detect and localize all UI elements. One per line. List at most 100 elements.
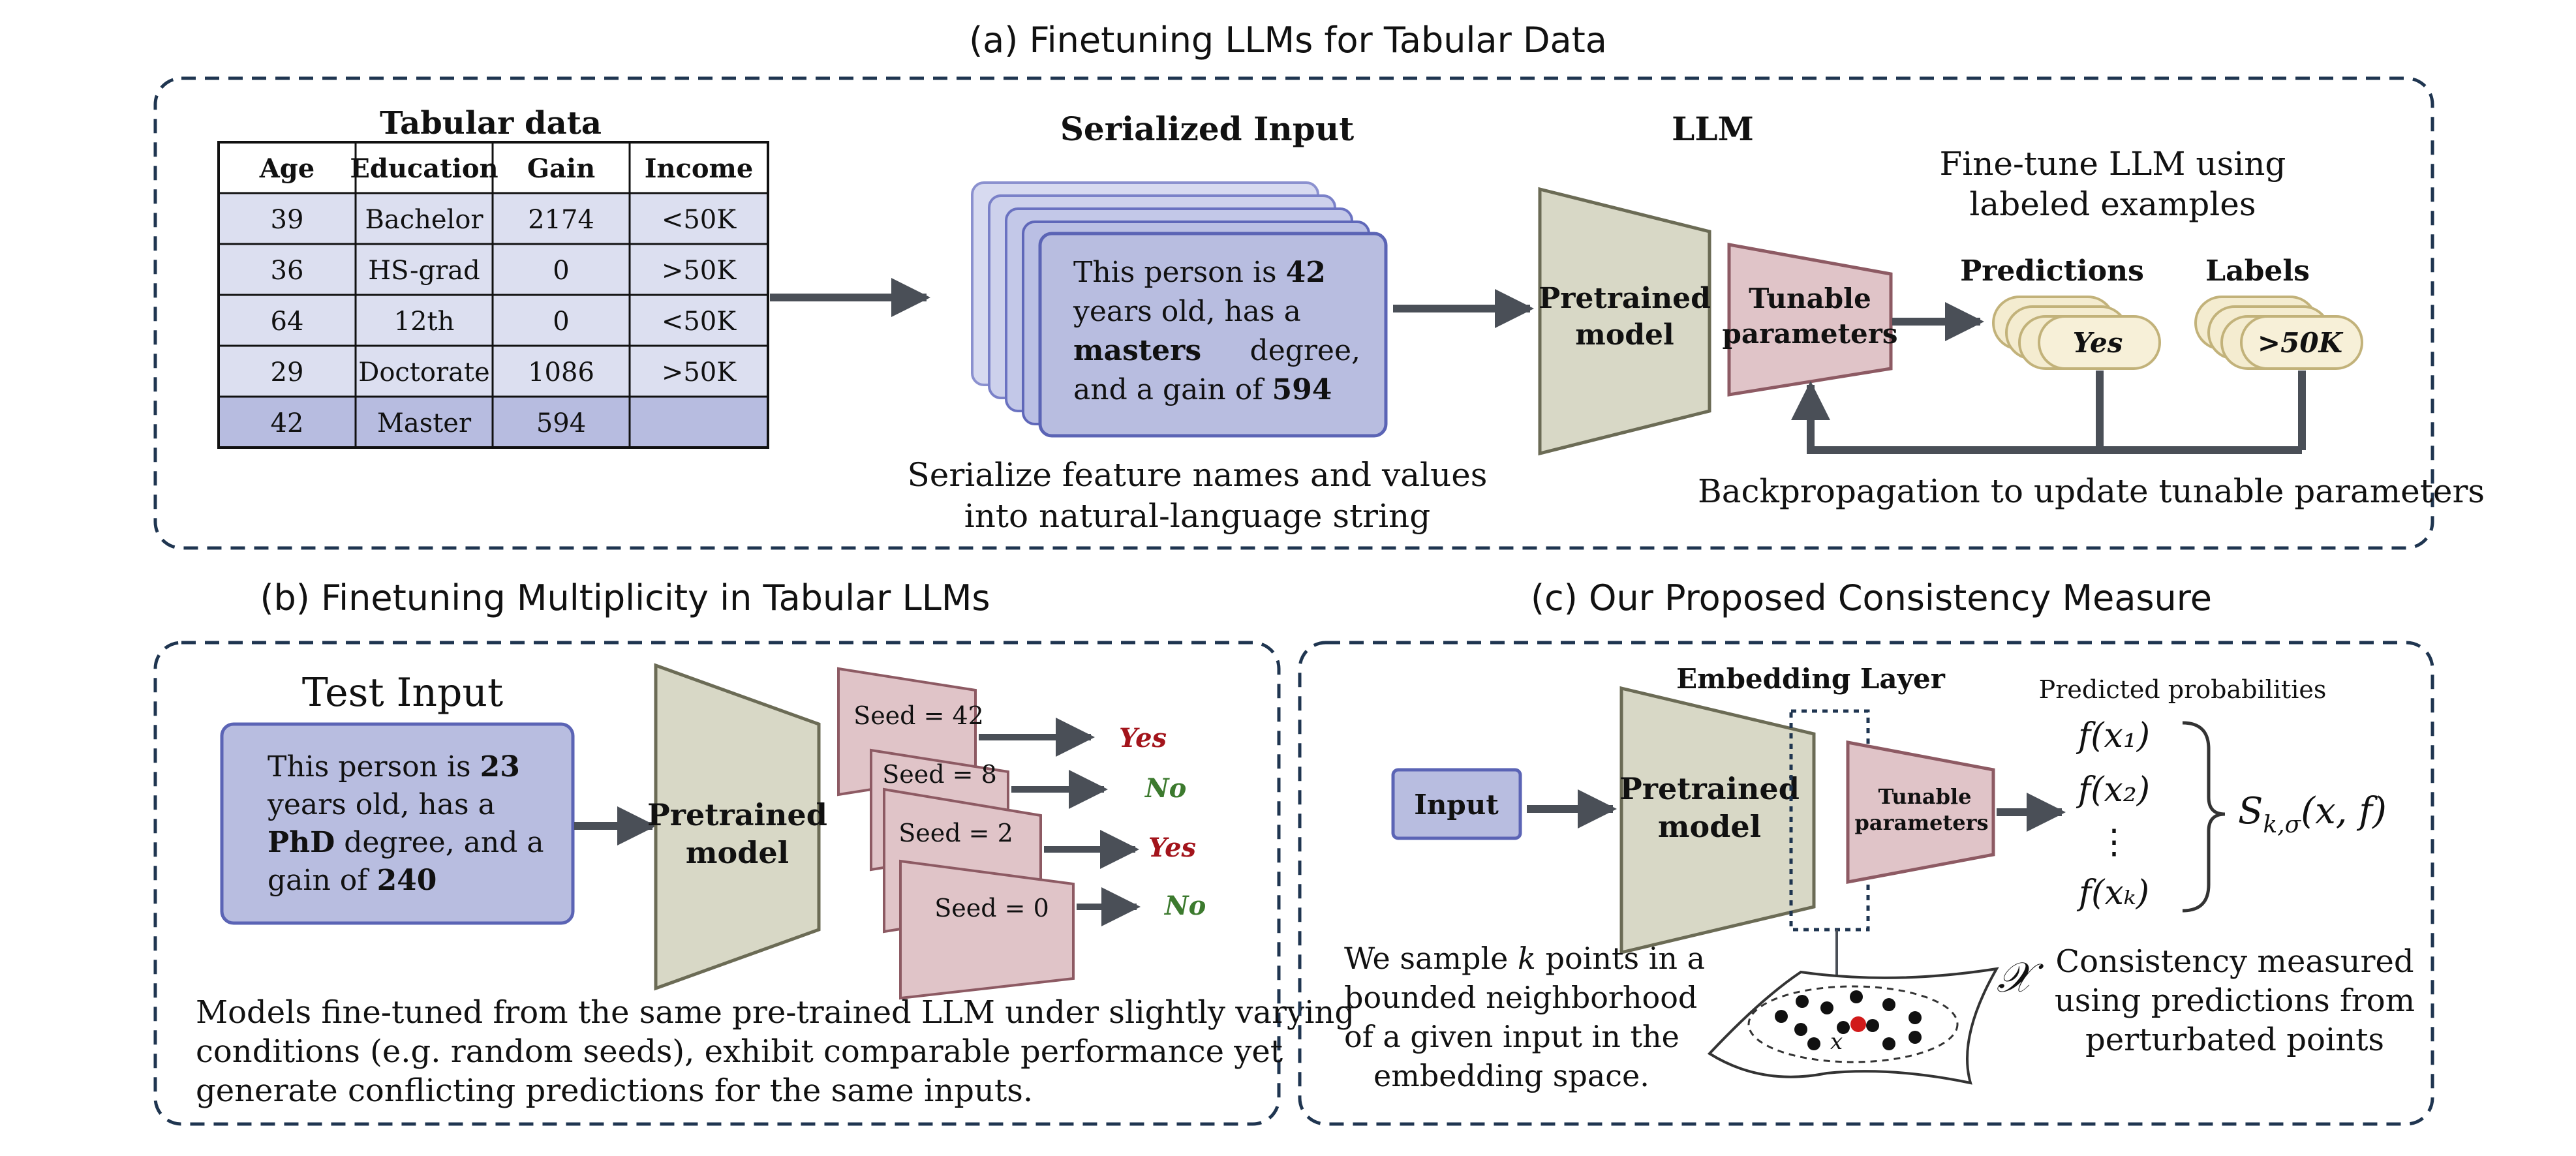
right-brace: [2182, 721, 2226, 913]
serialize-caption-line-2: into natural-language string: [964, 497, 1431, 535]
embedding-layer-label: Embedding Layer: [1676, 663, 1946, 695]
pretrained-model-label-c: model: [1658, 809, 1761, 844]
test-line-4: gain of 240: [268, 864, 437, 897]
tunable-parameters-shape: [1727, 243, 1893, 397]
seed-output: Yes: [1119, 723, 1167, 753]
predictions-label: Predictions: [1960, 254, 2144, 288]
labels-stack: [2194, 296, 2363, 370]
serialized-line-3-rest: degree,: [1250, 334, 1360, 367]
tunable-parameters-label-c: parameters: [1855, 810, 1989, 835]
table-cell: HS-grad: [368, 256, 480, 286]
tunable-parameters-label: Tunable: [1749, 282, 1871, 314]
pretrained-model-label-b: model: [686, 835, 789, 870]
pretrained-model-label: Pretrained: [1539, 282, 1711, 315]
serialize-caption-line-1: Serialize feature names and values: [908, 456, 1488, 494]
prob-ellipsis: ⋮: [2097, 823, 2131, 862]
pretrained-model-label: model: [1575, 318, 1674, 352]
serialized-line-4: and a gain of 594: [1073, 373, 1332, 406]
input-point: [1850, 1016, 1866, 1032]
test-input-title: Test Input: [302, 670, 503, 716]
serialized-input-title: Serialized Input: [1060, 110, 1354, 148]
pretrained-model-label-b: Pretrained: [647, 797, 827, 832]
sample-caption-line-4: embedding space.: [1373, 1058, 1649, 1093]
serialized-line-1: This person is 42: [1073, 256, 1326, 289]
panel-c-title: (c) Our Proposed Consistency Measure: [1531, 577, 2212, 618]
pretrained-model-label-c: Pretrained: [1619, 771, 1800, 806]
pretrained-model-shape: [1538, 187, 1711, 456]
backprop-arrow: [1791, 371, 2104, 454]
consistency-caption-line-3: perturbated points: [2085, 1022, 2384, 1058]
panel-b-caption-line-2: conditions (e.g. random seeds), exhibit …: [196, 1033, 1283, 1070]
table-cell: Doctorate: [358, 357, 489, 388]
table-cell: 39: [271, 205, 304, 235]
panel-b-border: [153, 641, 1281, 1126]
prob-f-x1: f(x₁): [2076, 716, 2150, 755]
table-cell: 2174: [528, 205, 594, 235]
serialized-input-stack: [971, 181, 1388, 438]
panel-b-title: (b) Finetuning Multiplicity in Tabular L…: [260, 577, 990, 618]
panel-c-border: [1298, 641, 2434, 1126]
table-header-cell: Age: [259, 153, 314, 184]
labels-label: Labels: [2205, 254, 2310, 288]
table-cell: 64: [271, 307, 304, 337]
sampled-points: [1775, 990, 1922, 1050]
finetune-note-line-2: labeled examples: [1969, 185, 2256, 223]
seed-label: Seed = 0: [934, 894, 1049, 922]
seed-model-stack: [837, 667, 1075, 1000]
prob-f-xk: f(xₖ): [2076, 874, 2149, 913]
input-box: [1391, 768, 1522, 840]
table-cell: 12th: [394, 307, 455, 337]
test-line-1: This person is 23: [268, 750, 520, 783]
serialized-input-card: [1038, 232, 1388, 438]
table-header-cell: Gain: [527, 153, 595, 184]
serialized-line-2: years old, has a: [1073, 295, 1301, 328]
prob-f-x2: f(x₂): [2076, 770, 2150, 810]
table-cell: 0: [553, 307, 569, 337]
tunable-parameters-shape-c: [1846, 740, 1995, 885]
embedding-layer-box: [1789, 709, 1870, 932]
seed-label: Seed = 42: [853, 701, 984, 730]
table-cell: >50K: [662, 357, 737, 388]
table-cell: 594: [536, 408, 586, 438]
sample-caption-line-3: of a given input in the: [1344, 1019, 1679, 1054]
sample-caption-line-1: We sample k points in a: [1344, 941, 1705, 976]
pretrained-model-shape-b: [654, 663, 821, 991]
seed-label: Seed = 8: [882, 760, 997, 789]
test-input-card: [220, 722, 575, 925]
tabular-data-table: Age Education Gain Income 39 Bachelor 21…: [217, 141, 769, 449]
table-cell: Master: [377, 408, 472, 438]
consistency-caption-line-1: Consistency measured: [2055, 943, 2414, 980]
consistency-measure-symbol: Sk,σ(x, f): [2238, 790, 2387, 838]
finetune-note-line-1: Fine-tune LLM using: [1940, 145, 2286, 183]
space-label: 𝒳: [1997, 954, 2044, 1002]
seed-output: No: [1144, 773, 1186, 804]
table-cell: 42: [271, 408, 304, 438]
seed-label: Seed = 2: [898, 819, 1013, 847]
panel-b-caption-line-3: generate conflicting predictions for the…: [196, 1072, 1033, 1109]
table-cell: >50K: [662, 256, 737, 286]
input-label: Input: [1414, 789, 1499, 821]
table-title: Tabular data: [380, 105, 602, 142]
test-line-2: years old, has a: [267, 788, 495, 821]
llm-title: LLM: [1672, 110, 1754, 148]
pretrained-model-shape-c: [1619, 686, 1816, 955]
tunable-parameters-label-c: Tunable: [1878, 784, 1971, 809]
predictions-stack: [1992, 296, 2161, 370]
table-cell: Bachelor: [365, 205, 483, 235]
input-point-label: x: [1830, 1029, 1843, 1055]
table-cell: 36: [271, 256, 304, 286]
seed-output: No: [1163, 890, 1206, 921]
table-cell: 0: [553, 256, 569, 286]
seed-model-0: [899, 859, 1075, 1000]
prediction-value: Yes: [2073, 327, 2123, 359]
serialized-line-3-bold: masters: [1073, 334, 1201, 367]
neighborhood-ellipse: [1747, 985, 1959, 1063]
sample-caption-line-2: bounded neighborhood: [1344, 980, 1697, 1015]
panel-a-title: (a) Finetuning LLMs for Tabular Data: [969, 20, 1607, 61]
predicted-probabilities-label: Predicted probabilities: [2039, 675, 2327, 704]
table-cell: 1086: [528, 357, 594, 388]
panel-b-caption-line-1: Models fine-tuned from the same pre-trai…: [196, 994, 1355, 1031]
table-header-cell: Income: [645, 153, 754, 184]
label-value: >50K: [2258, 327, 2344, 359]
